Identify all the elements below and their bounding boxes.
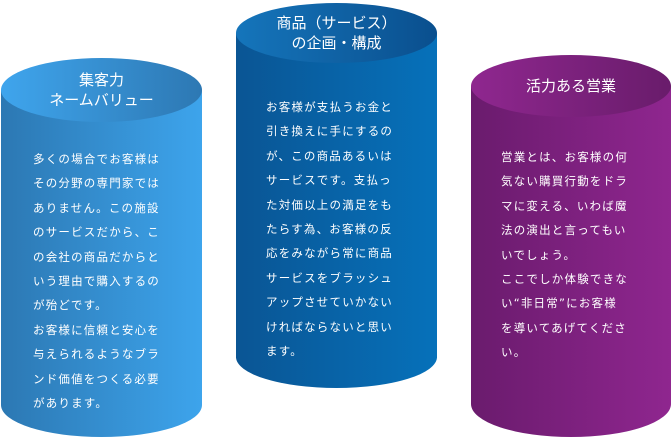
cylinder-product-planning: 商品（サービス） の企画・構成 お客様が支払うお金と 引き換えに手にするの が、…	[236, 3, 437, 389]
cylinder-brand-power: 集客力 ネームバリュー 多くの場合でお客様は その分野の専門家では ありません。…	[1, 58, 202, 438]
cylinder-body	[236, 33, 437, 358]
cylinder-description: お客様が支払うお金と 引き換えに手にするの が、この商品あるいは サービスです。…	[266, 100, 394, 359]
cylinder-description: 多くの場合でお客様は その分野の専門家では ありません。この施設 のサービスだか…	[33, 152, 160, 411]
cylinder-title: 商品（サービス） の企画・構成	[276, 14, 397, 52]
cylinder-top: 商品（サービス） の企画・構成	[236, 3, 437, 63]
cylinder-title: 集客力 ネームバリュー	[49, 71, 154, 109]
cylinder-active-sales: 活力ある営業 営業とは、お客様の何 気ない購買行動をドラ マに変える、いわば魔 …	[471, 55, 671, 438]
cylinder-top: 活力ある営業	[471, 55, 671, 117]
cylinder-top: 集客力 ネームバリュー	[1, 58, 202, 122]
cylinder-title: 活力ある営業	[525, 77, 616, 95]
cylinder-description: 営業とは、お客様の何 気ない購買行動をドラ マに変える、いわば魔 法の演出と言っ…	[501, 150, 628, 360]
cylinder-body	[471, 86, 671, 404]
cylinder-body	[1, 90, 202, 405]
